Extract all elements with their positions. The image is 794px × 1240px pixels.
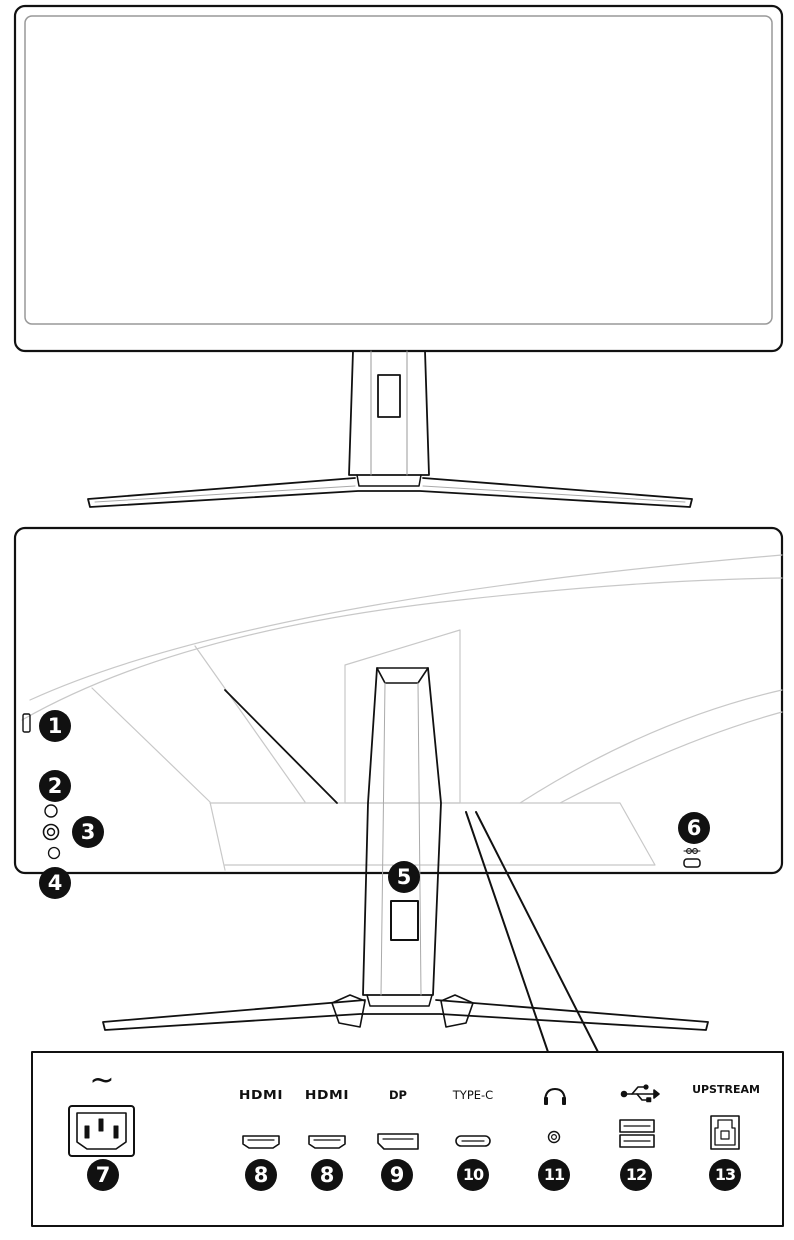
callout-7-ac-inlet: 7 xyxy=(87,1159,119,1191)
upstream-label: UPSTREAM xyxy=(692,1083,760,1096)
callout-8-hdmi-1: 8 xyxy=(245,1159,277,1191)
callout-8-hdmi-2: 8 xyxy=(311,1159,343,1191)
ac-power-symbol-icon: ~ xyxy=(89,1063,115,1098)
front-stand-slot xyxy=(377,374,401,418)
rear-housing xyxy=(13,526,784,875)
hdmi-label-2: HDMI xyxy=(304,1088,350,1102)
power-button-small xyxy=(47,846,61,860)
dp-label: DP xyxy=(389,1088,407,1102)
audio-jack xyxy=(547,1130,561,1144)
power-led xyxy=(22,713,31,733)
callout-5-cable-hole: 5 xyxy=(388,861,420,893)
rear-stand-base xyxy=(102,999,709,1031)
callout-10-typec: 10 xyxy=(457,1159,489,1191)
kensington-lock xyxy=(683,858,701,868)
callout-2-power-button: 2 xyxy=(39,770,71,802)
front-stand-base xyxy=(87,477,693,508)
usb-icon xyxy=(620,1084,660,1103)
front-bezel xyxy=(13,4,784,353)
hdmi-label-1: HDMI xyxy=(238,1088,284,1102)
front-stand-neck xyxy=(348,350,430,476)
callout-1-power-led: 1 xyxy=(39,710,71,742)
callout-3-joystick: 3 xyxy=(72,816,104,848)
usb-a-port-2 xyxy=(619,1134,655,1148)
hdmi-port-1 xyxy=(242,1135,280,1149)
cable-hole xyxy=(390,900,419,941)
headphone-icon xyxy=(544,1088,566,1103)
hdmi-port-2 xyxy=(308,1135,346,1149)
callout-13-usb-b: 13 xyxy=(709,1159,741,1191)
callout-12-usb-a: 12 xyxy=(620,1159,652,1191)
power-button xyxy=(44,804,58,818)
callout-4-button: 4 xyxy=(39,867,71,899)
front-screen xyxy=(24,15,773,325)
usb-c-port xyxy=(455,1135,491,1147)
callout-11-audio: 11 xyxy=(538,1159,570,1191)
callout-6-kensington: 6 xyxy=(678,812,710,844)
typec-label: TYPE-C xyxy=(452,1088,494,1102)
callout-9-displayport: 9 xyxy=(381,1159,413,1191)
joystick-button xyxy=(42,823,60,841)
kensington-lock-icon xyxy=(683,848,701,854)
rear-stand-column xyxy=(376,667,429,684)
usb-a-port-1 xyxy=(619,1119,655,1133)
usb-b-port xyxy=(710,1115,740,1150)
displayport-port xyxy=(377,1133,419,1150)
ac-power-inlet xyxy=(68,1105,135,1157)
